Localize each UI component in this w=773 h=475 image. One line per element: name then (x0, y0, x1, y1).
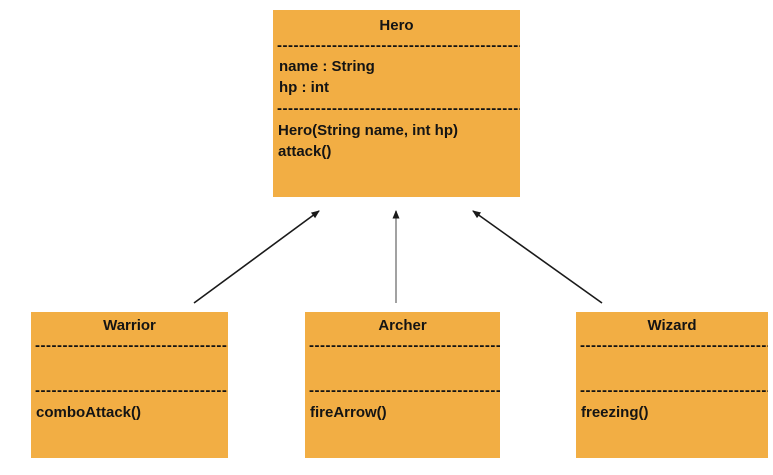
class-title-warrior: Warrior (103, 317, 156, 334)
inheritance-arrow-warrior-to-hero (193, 210, 320, 304)
class-box-wizard: Wizard ---------------------------------… (576, 312, 768, 458)
separator-line: ----------------------------------------… (277, 101, 520, 117)
method-comboattack: comboAttack() (36, 404, 142, 421)
attributes-section-hero: name : String hp : int (273, 54, 520, 98)
class-title-archer: Archer (378, 317, 427, 334)
attributes-section-wizard (576, 354, 768, 380)
attributes-section-warrior (31, 354, 228, 380)
separator-line: ----------------------------------------… (277, 38, 520, 54)
separator-line: ----------------------------------------… (580, 383, 768, 399)
attribute-hp: hp : int (279, 79, 329, 96)
separator-line: ----------------------------------------… (35, 338, 228, 354)
method-attack: attack() (278, 143, 332, 160)
separator-line: ----------------------------------------… (309, 383, 500, 399)
class-box-warrior: Warrior --------------------------------… (31, 312, 228, 458)
class-title-wizard: Wizard (647, 317, 697, 334)
methods-section-warrior: comboAttack() (31, 399, 228, 423)
method-freezing: freezing() (581, 404, 649, 421)
class-box-hero: Hero -----------------------------------… (273, 10, 520, 197)
method-constructor: Hero(String name, int hp) (278, 122, 458, 139)
separator-line: ----------------------------------------… (580, 338, 768, 354)
class-box-archer: Archer ---------------------------------… (305, 312, 500, 458)
methods-section-hero: Hero(String name, int hp) attack() (273, 117, 520, 162)
methods-section-archer: fireArrow() (305, 399, 500, 423)
separator-line: ----------------------------------------… (35, 383, 228, 399)
method-firearrow: fireArrow() (310, 404, 387, 421)
methods-section-wizard: freezing() (576, 399, 768, 423)
separator-line: ----------------------------------------… (309, 338, 500, 354)
inheritance-arrow-wizard-to-hero (472, 210, 603, 304)
class-title-hero: Hero (379, 17, 414, 34)
attribute-name: name : String (279, 58, 375, 75)
attributes-section-archer (305, 354, 500, 380)
